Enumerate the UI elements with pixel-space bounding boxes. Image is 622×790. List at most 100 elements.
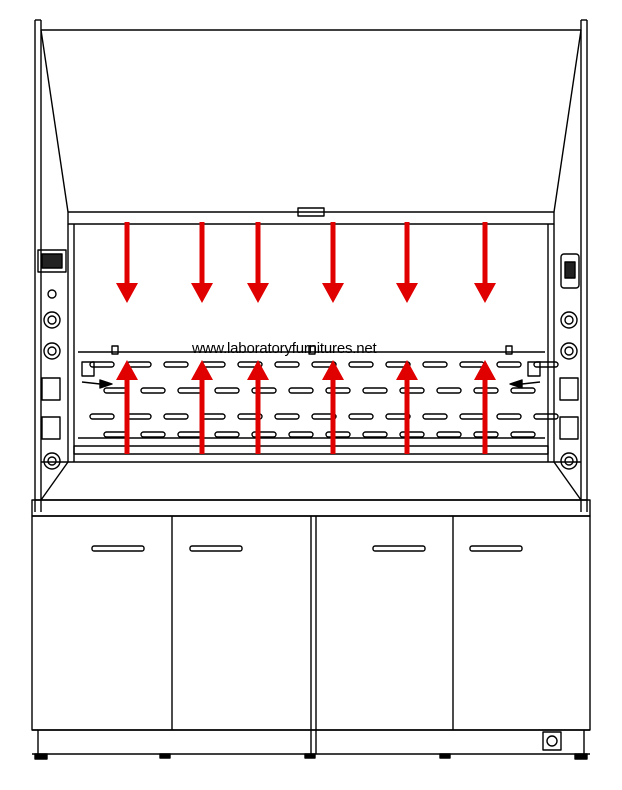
- up-arrow-shaft: [330, 378, 336, 454]
- baffle-slot: [348, 361, 374, 368]
- base-cabinets: [31, 515, 591, 760]
- airflow-arrows: [116, 222, 496, 454]
- down-arrow-head: [191, 283, 213, 303]
- sash-handle: [297, 207, 325, 217]
- down-arrow-head: [474, 283, 496, 303]
- baffle-clip: [505, 345, 513, 355]
- down-arrow-shaft: [255, 222, 261, 285]
- baffle-slot: [126, 361, 152, 368]
- cabinet-door-handle: [91, 545, 145, 552]
- baffle-slot: [288, 387, 314, 394]
- power-socket-icon: [41, 416, 61, 440]
- baffle-slot: [163, 361, 189, 368]
- baffle-slot: [126, 413, 152, 420]
- watermark-text: www.laboratoryfurnitures.net: [192, 340, 377, 357]
- baffle-slot: [311, 413, 337, 420]
- baffle-slot: [140, 431, 166, 438]
- cabinet-door-handle: [469, 545, 523, 552]
- up-arrow-head: [396, 360, 418, 380]
- power-socket-icon: [559, 377, 579, 401]
- up-arrow-shaft: [404, 378, 410, 454]
- right-control-panel: [559, 253, 580, 470]
- up-arrow-shaft: [199, 378, 205, 454]
- power-socket-icon: [41, 377, 61, 401]
- down-arrow-head: [396, 283, 418, 303]
- up-arrow-shaft: [255, 378, 261, 454]
- baffle-slot: [103, 387, 129, 394]
- baffle-slot: [510, 387, 536, 394]
- left-control-panel: [37, 249, 67, 470]
- baffle-slot: [274, 361, 300, 368]
- baffle-slot: [325, 387, 351, 394]
- up-arrow-shaft: [124, 378, 130, 454]
- baffle-slot: [311, 361, 337, 368]
- leveling-foot: [574, 753, 588, 760]
- countertop: [31, 499, 591, 517]
- cabinet-door-handle: [372, 545, 426, 552]
- up-arrow-head: [322, 360, 344, 380]
- baffle-slot: [237, 413, 263, 420]
- up-arrow-head: [191, 360, 213, 380]
- left-nozzle-icon: [81, 361, 113, 389]
- floor-outlet-icon: [542, 731, 562, 751]
- valve-knob-icon: [560, 342, 578, 360]
- baffle-slot: [422, 361, 448, 368]
- baffle-slot: [200, 413, 226, 420]
- down-arrow-head: [116, 283, 138, 303]
- down-arrow-shaft: [482, 222, 488, 285]
- valve-knob-icon: [43, 342, 61, 360]
- baffle-slot: [177, 431, 203, 438]
- leveling-foot: [159, 753, 171, 759]
- baffle-slot: [385, 361, 411, 368]
- baffle-slot: [288, 431, 314, 438]
- baffle-slot: [251, 387, 277, 394]
- baffle-slot: [103, 431, 129, 438]
- baffle-slot: [436, 431, 462, 438]
- baffle-slot: [385, 413, 411, 420]
- baffle-slot: [399, 387, 425, 394]
- baffle-slot: [362, 387, 388, 394]
- valve-knob-icon: [560, 452, 578, 470]
- up-arrow-shaft: [482, 378, 488, 454]
- valve-knob-icon: [43, 452, 61, 470]
- down-arrow-shaft: [199, 222, 205, 285]
- baffle-slot: [459, 413, 485, 420]
- down-arrow-shaft: [330, 222, 336, 285]
- leveling-foot: [34, 753, 48, 760]
- baffle-slot: [496, 413, 522, 420]
- up-arrow-head: [116, 360, 138, 380]
- baffle-slot: [533, 413, 559, 420]
- baffle-slot: [348, 413, 374, 420]
- baffle-slot: [533, 361, 559, 368]
- valve-knob-icon: [560, 311, 578, 329]
- switch-panel-icon: [560, 253, 580, 289]
- baffle-clip: [111, 345, 119, 355]
- baffle-slot: [251, 431, 277, 438]
- baffle-slot: [436, 387, 462, 394]
- baffle-slot: [496, 361, 522, 368]
- power-socket-icon: [559, 416, 579, 440]
- baffle-slot: [177, 387, 203, 394]
- baffle-slot: [422, 413, 448, 420]
- baffle-slot: [163, 413, 189, 420]
- baffle-slot: [510, 431, 536, 438]
- baffle-slot: [459, 361, 485, 368]
- indicator-light-icon: [47, 289, 57, 299]
- baffle-slot: [237, 361, 263, 368]
- baffle-slot: [214, 431, 240, 438]
- baffle-slot: [140, 387, 166, 394]
- leveling-foot: [439, 753, 451, 759]
- up-arrow-head: [474, 360, 496, 380]
- display-screen-icon: [37, 249, 67, 273]
- up-arrow-head: [247, 360, 269, 380]
- baffle-slot: [89, 361, 115, 368]
- baffle-slot: [214, 387, 240, 394]
- down-arrow-head: [322, 283, 344, 303]
- down-arrow-shaft: [404, 222, 410, 285]
- baffle-slot: [274, 413, 300, 420]
- down-arrow-head: [247, 283, 269, 303]
- baffle-slot: [89, 413, 115, 420]
- baffle-clip: [308, 345, 316, 355]
